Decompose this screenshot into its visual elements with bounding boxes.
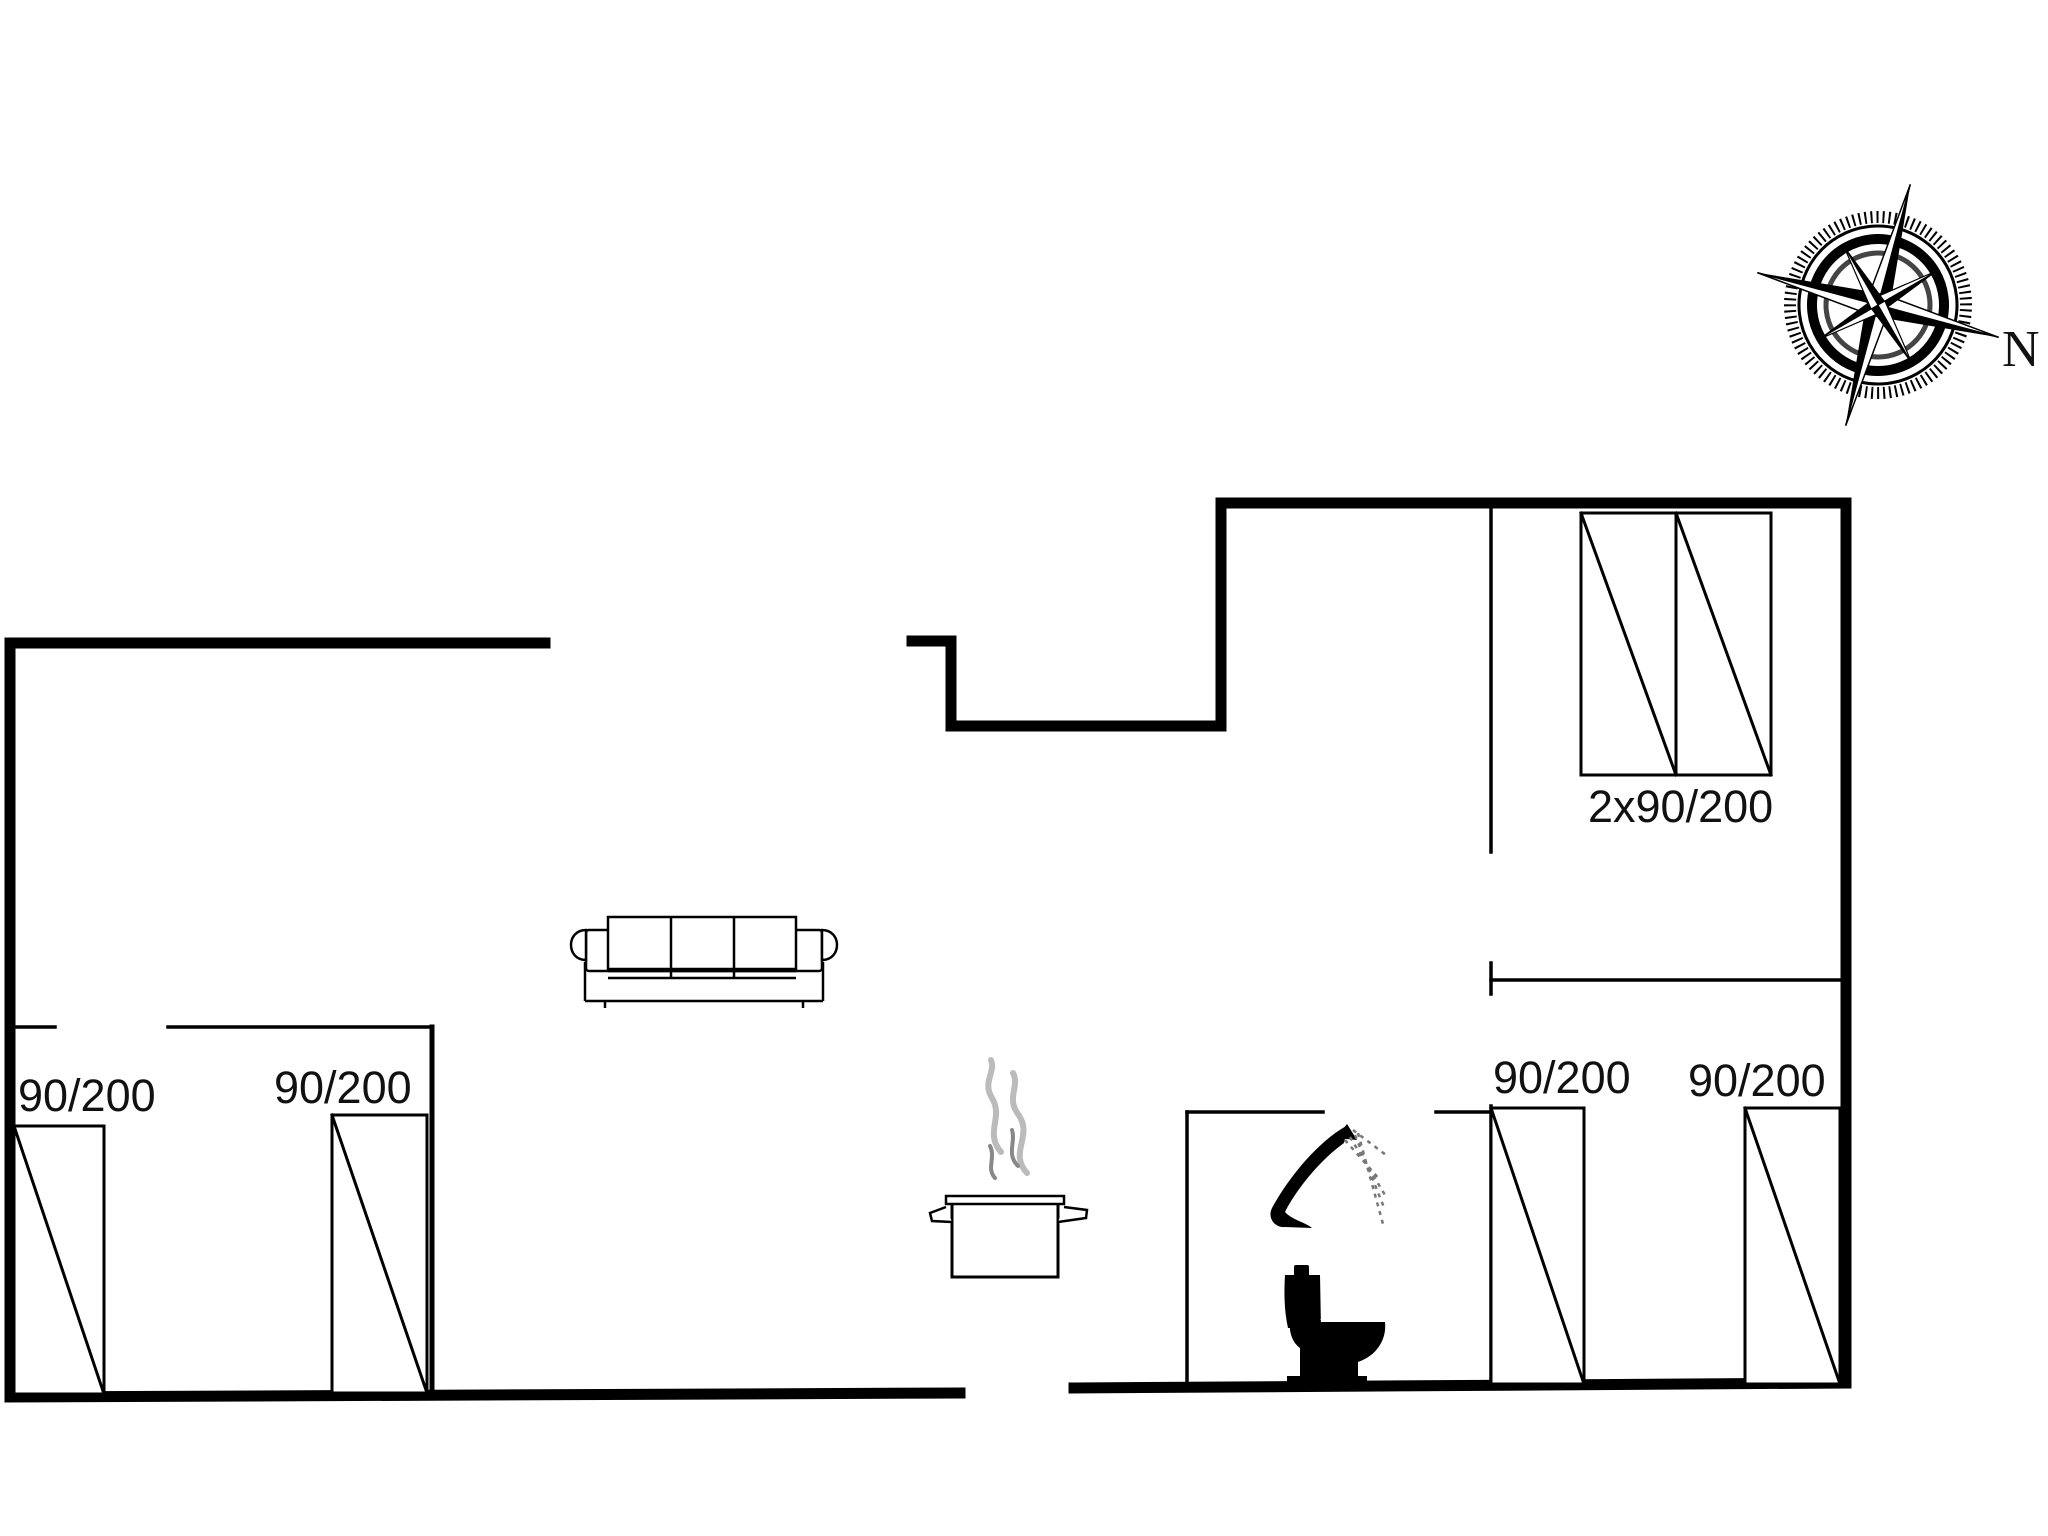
north-label: N (2002, 321, 2040, 378)
cooking-pot-icon (928, 1057, 1089, 1279)
beds (12, 511, 1842, 1396)
bed-size-label-bottom-right-a: 90/200 (1493, 1052, 1631, 1103)
bed-top-right-2 (1674, 511, 1773, 777)
toilet-icon (1284, 1265, 1386, 1384)
bed-bottom-right-2 (1743, 1106, 1842, 1386)
compass-rose-icon (1756, 183, 2000, 427)
bed-left-2 (330, 1113, 429, 1395)
sofa-icon (569, 915, 839, 1008)
shower-icon (1270, 1124, 1387, 1228)
exterior-walls (4, 497, 1852, 1403)
bed-left-1 (12, 1124, 106, 1396)
bed-size-label-left-b: 90/200 (274, 1062, 412, 1113)
bed-size-label-bottom-right-b: 90/200 (1688, 1055, 1826, 1106)
bed-size-label-top-right: 2x90/200 (1588, 781, 1773, 832)
bed-labels: 2x90/200 90/200 90/200 90/200 90/200 (18, 781, 1826, 1121)
bed-top-right-1 (1579, 511, 1678, 777)
bed-bottom-right-1 (1489, 1106, 1586, 1386)
bed-size-label-left-a: 90/200 (18, 1070, 156, 1121)
